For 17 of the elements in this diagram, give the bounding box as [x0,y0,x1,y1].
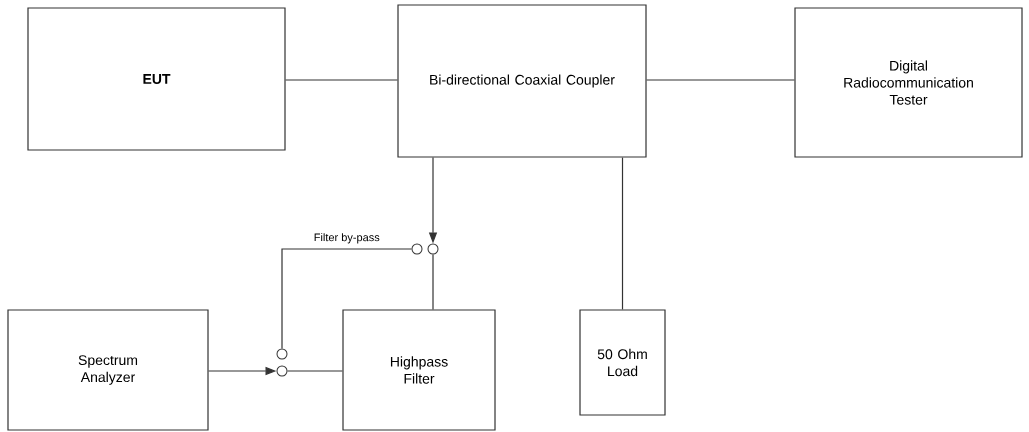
block-box: EUT [27,7,286,151]
connector-line [281,248,413,350]
block-box: Highpass Filter [342,309,496,431]
block-box: Spectrum Analyzer [7,309,209,431]
connector-line [285,79,398,81]
switch-terminal [276,365,288,377]
edge-label: Filter by-pass [314,233,380,244]
switch-terminal [427,243,439,255]
block-box: 50 Ohm Load [579,309,666,416]
switch-terminal [411,243,423,255]
block-box: Digital Radiocommunication Tester [794,7,1023,158]
switch-terminal [276,348,288,360]
connector-line [621,157,624,310]
connector-line [646,79,795,81]
connector-line [432,253,434,310]
connector-line [286,370,343,372]
block-box: Bi-directional Coaxial Coupler [397,4,647,158]
